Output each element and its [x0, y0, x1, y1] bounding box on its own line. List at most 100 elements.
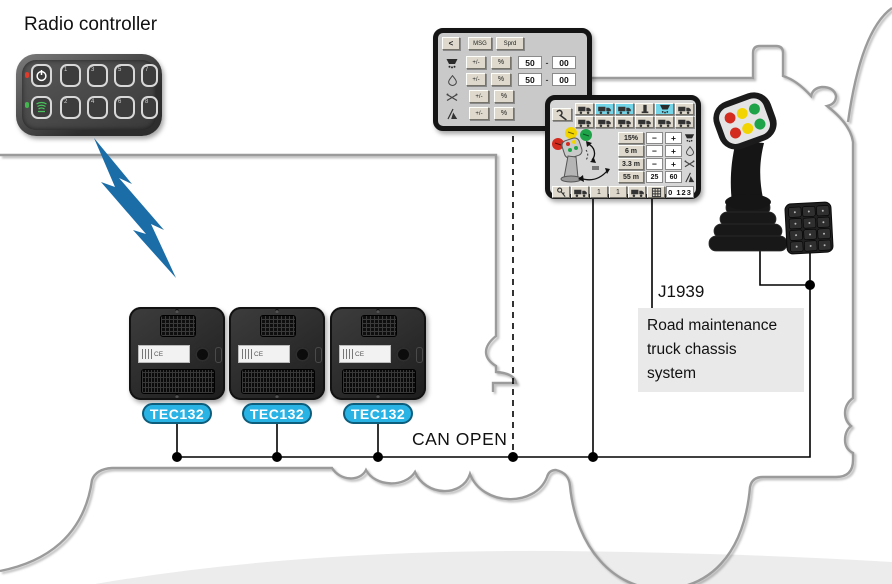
setting-value-button[interactable]: 6 m — [618, 145, 644, 157]
screw — [275, 394, 279, 398]
decrease-button[interactable]: − — [646, 132, 663, 144]
display-panel-1: < MSG Sprd +/- % 50 - 00 +/- % 50 - 00 +… — [433, 28, 592, 131]
value-field-low[interactable]: 50 — [518, 73, 542, 86]
menu-button[interactable]: MSG — [468, 37, 492, 50]
can-open-label: CAN OPEN — [412, 429, 508, 449]
display-panel-2: 15% − + 6 m − + 3.3 m − + 55 m 25 60 1 1… — [545, 95, 701, 199]
joystick-diagram — [552, 127, 610, 183]
mode-button[interactable] — [575, 116, 594, 128]
button-number: 3 — [91, 67, 95, 73]
adjust-button[interactable]: +/- — [469, 107, 489, 120]
decrease-button[interactable]: − — [646, 145, 663, 157]
status-axle2-button[interactable]: 1 — [609, 186, 627, 198]
wireless-bolt-icon — [94, 138, 176, 278]
setting-value-button[interactable]: 15% — [618, 132, 644, 144]
status-truck-button[interactable] — [571, 186, 589, 198]
adjust-button[interactable]: +/- — [466, 56, 486, 69]
remote-button-3[interactable]: 3 — [87, 64, 108, 87]
rf-signal-button[interactable] — [31, 96, 52, 119]
screw — [376, 394, 380, 398]
chassis-line: truck chassis — [647, 341, 737, 359]
remote-button-4[interactable]: 4 — [87, 96, 108, 119]
truck-trailer-icon — [630, 188, 645, 197]
connector-small — [160, 315, 196, 337]
counter-display: 0 123 — [666, 186, 694, 198]
vent-slot — [315, 347, 322, 363]
remote-button-5[interactable]: 5 — [114, 64, 135, 87]
mode-button[interactable] — [595, 116, 614, 128]
spray-nozzle-icon — [684, 158, 695, 170]
connector-round — [295, 347, 310, 362]
wrench-button[interactable] — [552, 108, 572, 121]
button-number: 5 — [118, 67, 122, 73]
percent-button[interactable]: % — [494, 107, 514, 120]
spread-button[interactable]: Sprd — [496, 37, 524, 50]
mode-button[interactable] — [615, 116, 634, 128]
truck-mode-icon — [656, 117, 673, 127]
percent-button[interactable]: % — [494, 90, 514, 103]
value-field-high[interactable]: 00 — [552, 56, 576, 69]
tec132-badge-1: TEC132 — [142, 403, 212, 424]
connector-small — [260, 315, 296, 337]
width-right-value[interactable]: 60 — [665, 171, 682, 183]
wrench-icon — [555, 109, 569, 121]
button-number: 1 — [64, 67, 68, 73]
remote-button-1[interactable]: 1 — [60, 64, 81, 87]
connector-round — [396, 347, 411, 362]
mode-button[interactable] — [675, 103, 694, 115]
setting-value-button[interactable]: 3.3 m — [618, 158, 644, 170]
button-number: 7 — [145, 67, 149, 73]
ce-mark: CE — [355, 350, 365, 358]
status-trailer-button[interactable] — [628, 186, 646, 198]
value-field-low[interactable]: 50 — [518, 56, 542, 69]
status-key-button[interactable] — [552, 186, 570, 198]
plow-icon — [684, 171, 695, 183]
power-button[interactable] — [31, 64, 52, 87]
connector-large — [141, 369, 215, 394]
mode-button[interactable] — [675, 116, 694, 128]
mode-button[interactable] — [635, 103, 654, 115]
remote-button-6[interactable]: 6 — [114, 96, 135, 119]
value-field-high[interactable]: 00 — [552, 73, 576, 86]
connector-small — [361, 315, 397, 337]
status-grid-button[interactable] — [647, 186, 665, 198]
remote-button-2[interactable]: 2 — [60, 96, 81, 119]
liquid-icon — [444, 74, 460, 86]
value-separator: - — [545, 74, 549, 85]
back-button[interactable]: < — [442, 37, 460, 50]
chassis-line: Road maintenance — [647, 317, 778, 334]
mode-button-active[interactable] — [655, 103, 674, 115]
connector-large — [241, 369, 315, 394]
percent-button[interactable]: % — [491, 56, 511, 69]
increase-button[interactable]: + — [665, 132, 682, 144]
tec132-badge-3: TEC132 — [343, 403, 413, 424]
mode-button[interactable] — [635, 116, 654, 128]
spray-nozzle-icon — [444, 91, 460, 103]
barcode — [343, 349, 353, 359]
remote-button-7[interactable]: 7 — [141, 64, 158, 87]
truck-mode-icon — [636, 117, 653, 127]
remote-button-8[interactable]: 8 — [141, 96, 158, 119]
increase-button[interactable]: + — [665, 158, 682, 170]
width-left-value[interactable]: 25 — [646, 171, 663, 183]
decrease-button[interactable]: − — [646, 158, 663, 170]
mode-button-active[interactable] — [595, 103, 614, 115]
aux-keypad — [784, 201, 834, 255]
screw — [275, 309, 279, 313]
mode-button[interactable] — [575, 103, 594, 115]
ce-mark: CE — [254, 350, 264, 358]
key-icon — [556, 187, 567, 198]
plow-icon — [444, 108, 460, 120]
lift-mode-icon — [636, 104, 653, 114]
adjust-button[interactable]: +/- — [469, 90, 489, 103]
setting-value-button[interactable]: 55 m — [618, 171, 644, 183]
truck-mode-icon — [596, 104, 613, 114]
truck-mode-icon — [616, 117, 633, 127]
status-axle1-button[interactable]: 1 — [590, 186, 608, 198]
increase-button[interactable]: + — [665, 145, 682, 157]
mode-button-active[interactable] — [615, 103, 634, 115]
adjust-button[interactable]: +/- — [466, 73, 486, 86]
mode-button[interactable] — [655, 116, 674, 128]
percent-button[interactable]: % — [491, 73, 511, 86]
